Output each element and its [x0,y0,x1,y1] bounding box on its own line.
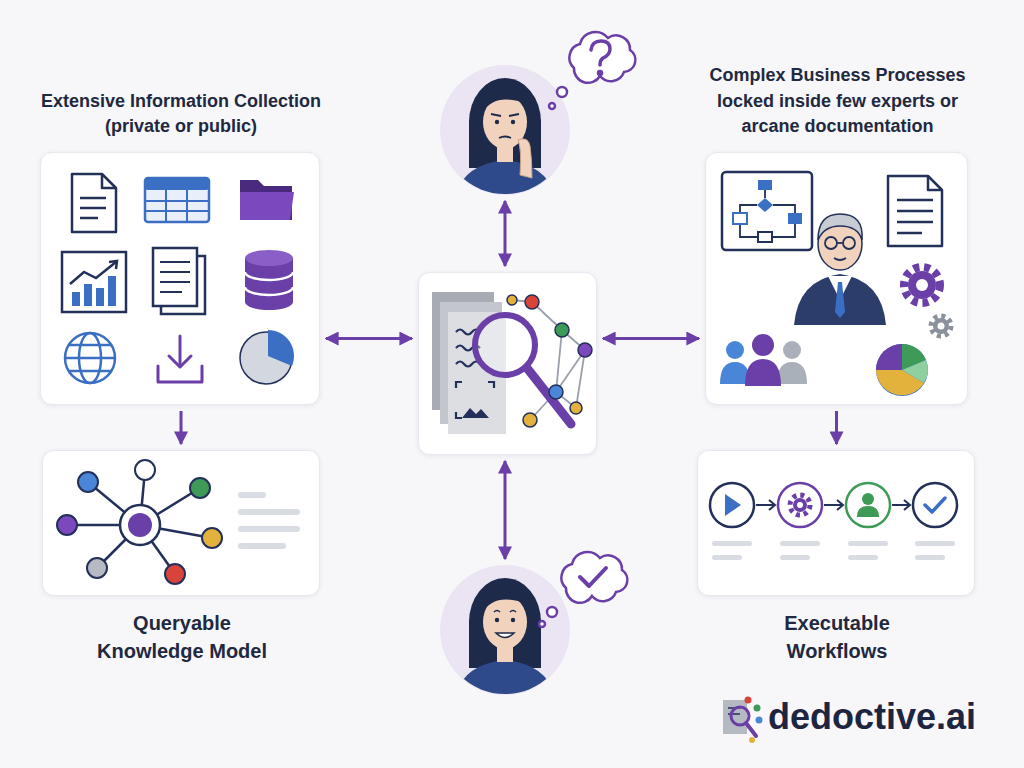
thought-bubble [539,552,627,627]
logo-icon [723,697,763,744]
pie-chart-icon [240,330,294,384]
question-mark [591,41,610,75]
workflow-steps [710,483,957,560]
double-arrow [504,201,507,266]
pie-chart-icon [876,344,928,396]
logo-text: dedoctive.ai [768,696,976,738]
search-illustration [432,292,592,434]
double-arrow [603,337,699,340]
team-icon [720,334,807,386]
circle-outline [440,565,570,695]
double-arrow [326,337,412,340]
knowledge-graph-icon [57,460,300,584]
expert-person [794,214,886,325]
happy-person [455,578,555,700]
document-icon [888,176,942,246]
check-mark [580,568,606,586]
table-icon [145,178,209,222]
box-heading: Extensive Information Collection (privat… [36,89,326,139]
content-box: Executable Workflows [697,450,975,596]
circle-shape [440,565,570,695]
circle-shape [440,65,570,195]
circle-outline [440,65,570,195]
box-heading: Complex Business Processes locked inside… [690,63,985,139]
person-circle [440,65,570,195]
double-arrow [504,461,507,559]
document-icon [72,174,116,232]
flowchart-icon [722,172,812,250]
stacked-docs-icon [153,248,205,314]
chart-icon [62,252,126,312]
globe-icon [65,333,115,383]
box-caption: Executable Workflows [757,609,917,665]
database-icon [245,250,293,310]
person-circle [440,565,570,695]
gear-icon [904,267,951,336]
download-icon [158,336,202,382]
folder-icon [240,180,294,220]
thought-bubble [549,32,635,109]
content-box [418,272,597,455]
flow-arrow [180,411,183,444]
content-box: Extensive Information Collection (privat… [40,152,320,405]
content-box: Complex Business Processes locked inside… [705,152,968,405]
flow-arrow [835,411,838,444]
box-caption: Queryable Knowledge Model [82,609,282,665]
confused-person [455,78,555,200]
content-box: Queryable Knowledge Model [42,450,320,596]
